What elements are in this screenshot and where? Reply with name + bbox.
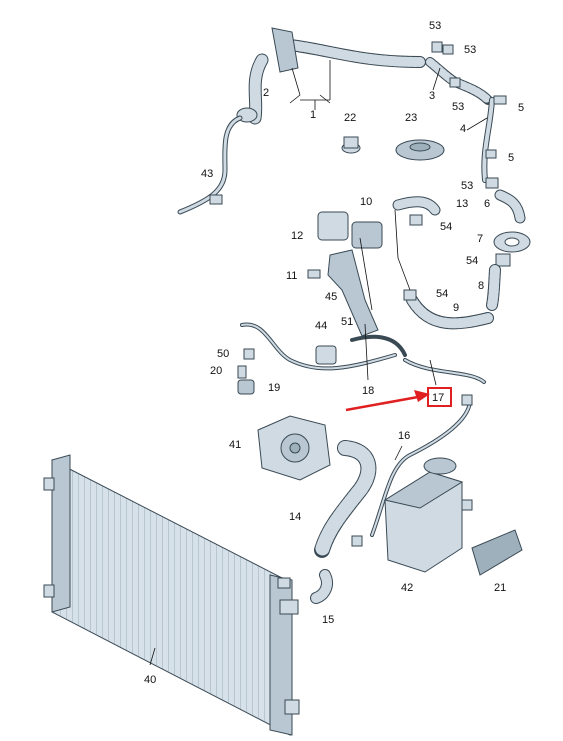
hose-14-part[interactable] xyxy=(314,440,377,558)
callout-21: 21 xyxy=(494,582,506,594)
callout-3: 3 xyxy=(429,90,435,102)
callout-4: 4 xyxy=(460,123,466,135)
nut-50-part[interactable] xyxy=(243,348,255,360)
callout-6: 6 xyxy=(484,198,490,210)
callout-22: 22 xyxy=(344,112,356,124)
pipe-16-part[interactable] xyxy=(351,394,473,547)
callout-12: 12 xyxy=(291,230,303,242)
radiator-part[interactable] xyxy=(43,454,300,736)
highlight-17 xyxy=(345,387,452,412)
callout-20: 20 xyxy=(210,365,222,377)
expansion-tank-42-part[interactable] xyxy=(383,457,473,573)
cover-23-part[interactable] xyxy=(395,139,445,161)
coolant-pump-41-part[interactable] xyxy=(257,415,331,481)
callout-42: 42 xyxy=(401,582,413,594)
valve-44-part[interactable] xyxy=(315,345,337,365)
callout-50: 50 xyxy=(217,348,229,360)
pump-10-part[interactable] xyxy=(317,196,441,249)
bolt-11-part[interactable] xyxy=(307,269,321,279)
callout-43: 43 xyxy=(201,168,213,180)
callout-19: 19 xyxy=(268,382,280,394)
pipe-17-part[interactable] xyxy=(403,358,486,384)
callout-1: 1 xyxy=(310,109,316,121)
hose-1-part[interactable] xyxy=(236,27,426,125)
callout-5a: 5 xyxy=(518,102,524,114)
callout-8: 8 xyxy=(478,280,484,292)
callout-16: 16 xyxy=(398,430,410,442)
callout-54b: 54 xyxy=(466,255,478,267)
callout-51: 51 xyxy=(341,316,353,328)
callout-10: 10 xyxy=(360,196,372,208)
hose-6-part[interactable] xyxy=(494,189,526,224)
callout-11: 11 xyxy=(286,270,297,282)
callout-41: 41 xyxy=(229,439,241,451)
screw-20-part[interactable] xyxy=(237,365,255,395)
cap-22-part[interactable] xyxy=(341,136,361,154)
callout-54a: 54 xyxy=(440,221,452,233)
leader-lines xyxy=(149,60,488,666)
callout-7: 7 xyxy=(477,233,483,245)
callout-15: 15 xyxy=(322,614,334,626)
clamp-53-group[interactable] xyxy=(431,41,499,189)
callout-5b: 5 xyxy=(508,152,514,164)
pipe-18-part[interactable] xyxy=(240,322,407,371)
callout-18: 18 xyxy=(362,385,374,397)
callout-23: 23 xyxy=(405,112,417,124)
callout-53c: 53 xyxy=(452,101,464,113)
pipe-4-part[interactable] xyxy=(481,95,507,183)
callout-53a: 53 xyxy=(429,20,441,32)
seal-7-part[interactable] xyxy=(493,231,531,253)
callout-labels: 1 2 3 4 5 5 6 7 8 9 10 11 12 13 14 15 16… xyxy=(144,20,524,686)
callout-53b: 53 xyxy=(464,44,476,56)
pipe-43-part[interactable] xyxy=(177,115,243,215)
callout-9: 9 xyxy=(453,302,459,314)
callout-53d: 53 xyxy=(461,180,473,192)
callout-44: 44 xyxy=(315,320,327,332)
callout-45: 45 xyxy=(325,291,337,303)
elbow-15-part[interactable] xyxy=(310,569,333,604)
callout-2: 2 xyxy=(263,87,269,99)
callout-17: 17 xyxy=(432,392,444,404)
callout-14: 14 xyxy=(289,511,301,523)
callout-13: 13 xyxy=(456,198,468,210)
callout-40: 40 xyxy=(144,674,156,686)
panel-21-part[interactable] xyxy=(471,529,523,576)
callout-54c: 54 xyxy=(436,288,448,300)
hose-8-part[interactable] xyxy=(486,253,511,311)
bracket-45-part[interactable] xyxy=(327,249,379,337)
